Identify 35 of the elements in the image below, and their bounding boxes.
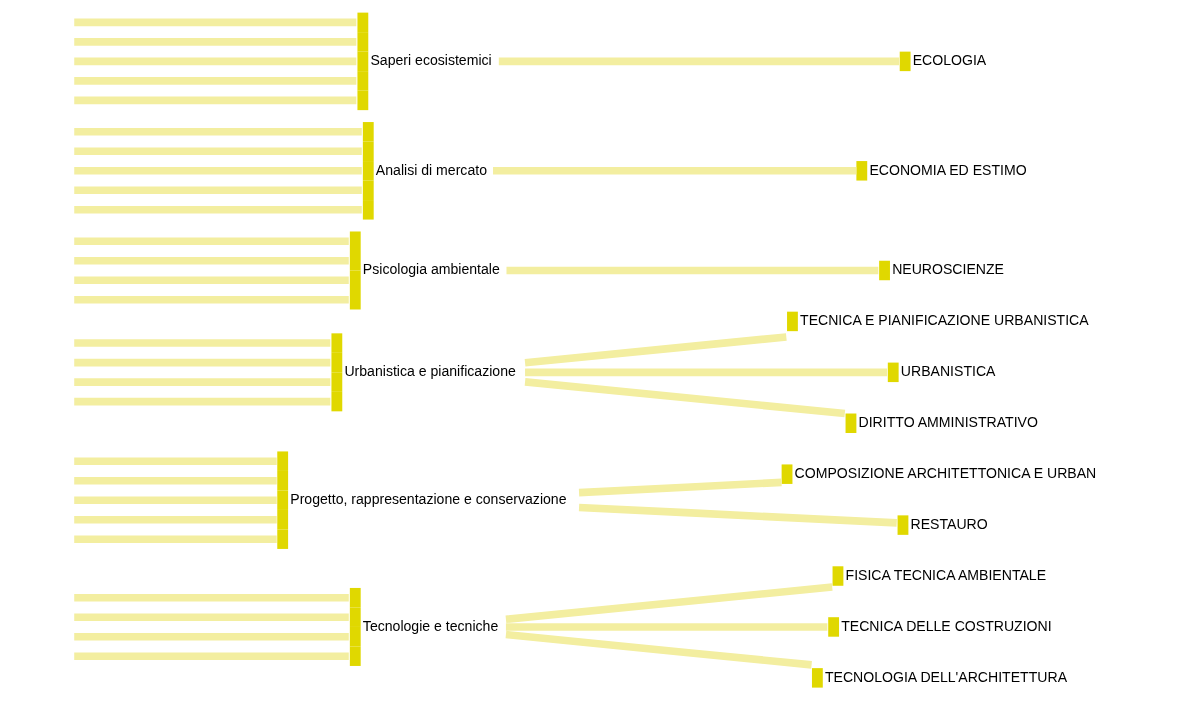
node-label: Urbanistica e pianificazione <box>343 363 516 380</box>
node-box <box>855 161 867 181</box>
node-label: COMPOSIZIONE ARCHITETTONICA E URBAN <box>794 464 1096 481</box>
node-box <box>899 51 911 72</box>
node-label: ECOLOGIA <box>912 52 986 69</box>
node-box <box>786 311 798 332</box>
node-box <box>827 617 839 637</box>
node-label: NEUROSCIENZE <box>891 261 1004 278</box>
node-label: Saperi ecosistemici <box>369 52 492 69</box>
node-box <box>811 668 823 688</box>
node-label: Psicologia ambientale <box>362 261 500 278</box>
connector <box>505 583 833 624</box>
node-label: RESTAURO <box>910 515 988 532</box>
node-label: TECNICA DELLE COSTRUZIONI <box>840 617 1052 634</box>
node-box <box>897 515 908 535</box>
node-box <box>878 260 890 281</box>
node-label: Analisi di mercato <box>375 161 487 178</box>
connector <box>505 266 878 275</box>
node-box <box>845 413 856 433</box>
connector <box>505 623 827 631</box>
connector <box>524 378 845 418</box>
node-label: ECONOMIA ED ESTIMO <box>868 161 1027 178</box>
node-box <box>887 362 899 383</box>
node-label: TECNICA E PIANIFICAZIONE URBANISTICA <box>799 312 1089 329</box>
connector <box>524 368 887 377</box>
node-label: Tecnologie e tecniche <box>362 617 498 634</box>
node-label: TECNOLOGIA DELL'ARCHITETTURA <box>824 668 1067 685</box>
node-box <box>832 566 843 586</box>
connector <box>505 630 812 669</box>
node-label: DIRITTO AMMINISTRATIVO <box>858 413 1038 430</box>
node-label: FISICA TECNICA AMBIENTALE <box>845 566 1046 583</box>
node-box <box>781 464 792 484</box>
node-label: URBANISTICA <box>900 363 995 380</box>
connector <box>524 333 787 367</box>
node-label: Progetto, rappresentazione e conservazione <box>289 490 567 507</box>
